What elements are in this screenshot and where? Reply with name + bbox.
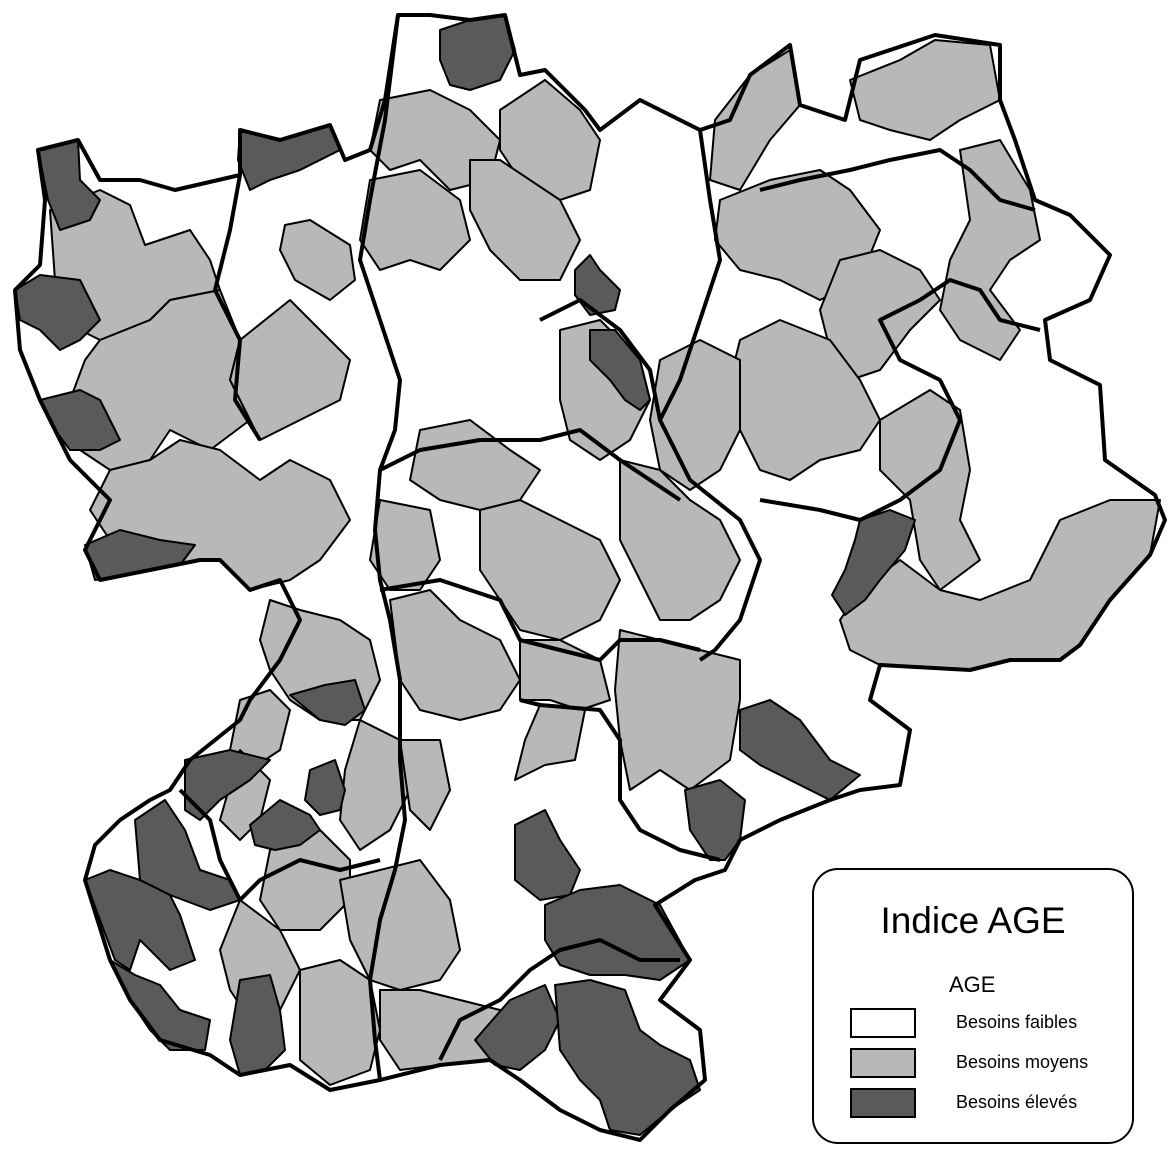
region-medium	[369, 499, 441, 591]
map-regions	[13, 13, 1167, 1142]
region-high	[184, 749, 271, 821]
region-medium	[849, 39, 1001, 141]
region-high	[514, 809, 581, 901]
region-medium	[339, 859, 461, 991]
region-medium	[299, 959, 381, 1086]
department-border	[519, 698, 721, 862]
region-medium	[389, 589, 521, 721]
region-high	[304, 759, 346, 816]
department-border	[178, 788, 381, 902]
department-border	[759, 278, 1041, 522]
legend-title: Indice AGE	[880, 900, 1066, 941]
region-high	[14, 274, 101, 351]
region-high	[684, 779, 746, 861]
legend-swatch-low	[850, 1008, 916, 1038]
map-legend: Indice AGE AGE Besoins faibles Besoins m…	[812, 868, 1134, 1144]
region-high	[84, 869, 196, 971]
department-border	[658, 129, 722, 421]
legend-item-high: Besoins élevés	[850, 1088, 1120, 1122]
department-border	[213, 174, 262, 442]
legend-label-medium: Besoins moyens	[956, 1052, 1089, 1072]
region-medium	[359, 169, 471, 271]
region-medium	[279, 219, 356, 301]
legend-subtitle: AGE	[949, 972, 996, 997]
department-border	[539, 298, 762, 662]
region-medium	[619, 459, 741, 621]
region-high	[831, 509, 916, 616]
region-high	[589, 329, 651, 411]
legend-item-low: Besoins faibles	[850, 1008, 1120, 1042]
legend-item-medium: Besoins moyens	[850, 1048, 1120, 1082]
region-medium	[229, 299, 351, 441]
region-high	[37, 139, 101, 231]
region-high	[249, 799, 321, 851]
department-border	[13, 13, 1167, 1142]
region-medium	[259, 829, 351, 931]
department-border	[759, 148, 1036, 212]
legend-label-high: Besoins élevés	[956, 1092, 1078, 1112]
department-border	[379, 428, 682, 502]
legend-label-low: Besoins faibles	[956, 1012, 1078, 1032]
department-border	[358, 14, 407, 1081]
region-medium	[479, 499, 621, 641]
region-high	[544, 884, 691, 981]
legend-swatch-high	[850, 1088, 916, 1118]
region-medium	[649, 339, 741, 491]
region-high	[739, 699, 861, 801]
region-high	[554, 979, 701, 1136]
department-border	[379, 578, 701, 662]
department-borders	[13, 13, 1167, 1142]
region-medium	[469, 159, 581, 281]
region-high	[574, 254, 621, 316]
region-high	[229, 974, 286, 1076]
region-medium	[499, 79, 601, 201]
region-medium	[399, 739, 451, 831]
region-high	[289, 679, 366, 726]
department-border	[438, 938, 680, 1061]
legend-swatch-medium	[850, 1048, 916, 1078]
